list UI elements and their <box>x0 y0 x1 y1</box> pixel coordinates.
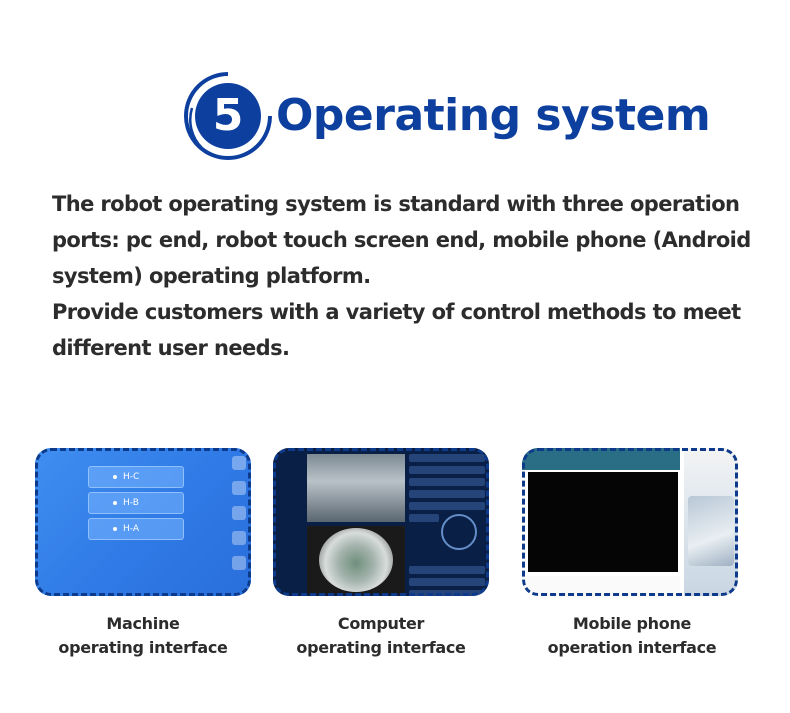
computer-interface-image <box>273 448 489 596</box>
caption-line: operating interface <box>296 638 466 657</box>
section-number: 5 <box>212 90 244 141</box>
page-title: Operating system <box>276 90 711 141</box>
caption-line: operation interface <box>547 638 717 657</box>
mobile-map-screen <box>684 448 738 596</box>
number-badge-icon <box>184 72 272 160</box>
section-heading: 5 Operating system <box>180 68 711 168</box>
toolbar-icon <box>232 456 246 470</box>
benefit-paragraph: Provide customers with a variety of cont… <box>52 300 741 360</box>
control-panel <box>409 454 485 596</box>
mobile-caption: Mobile phone operation interface <box>522 612 742 660</box>
caption-line: operating interface <box>58 638 228 657</box>
toolbar-icon <box>232 556 246 570</box>
machine-button-hc: H-C <box>88 466 184 488</box>
machine-side-toolbar <box>232 456 248 588</box>
fisheye-lens <box>319 528 393 592</box>
caption-line: Machine <box>106 614 180 633</box>
joystick-icon <box>441 514 477 550</box>
camera-feed-corridor <box>307 454 405 522</box>
toolbar-icon <box>232 481 246 495</box>
mobile-video-screen <box>528 472 678 572</box>
caption-line: Mobile phone <box>572 614 692 633</box>
machine-interface-image: H-C H-B H-A <box>35 448 251 596</box>
machine-caption: Machine operating interface <box>33 612 253 660</box>
mobile-interface-image <box>522 448 738 596</box>
camera-feed-fisheye <box>307 526 405 594</box>
machine-button-ha: H-A <box>88 518 184 540</box>
machine-button-hb: H-B <box>88 492 184 514</box>
mobile-header-bar <box>522 448 680 470</box>
toolbar-icon <box>232 506 246 520</box>
computer-caption: Computer operating interface <box>271 612 491 660</box>
mobile-bottom-tabs <box>522 576 680 596</box>
caption-line: Computer <box>337 614 425 633</box>
toolbar-icon <box>232 531 246 545</box>
intro-paragraph: The robot operating system is standard w… <box>52 192 751 288</box>
